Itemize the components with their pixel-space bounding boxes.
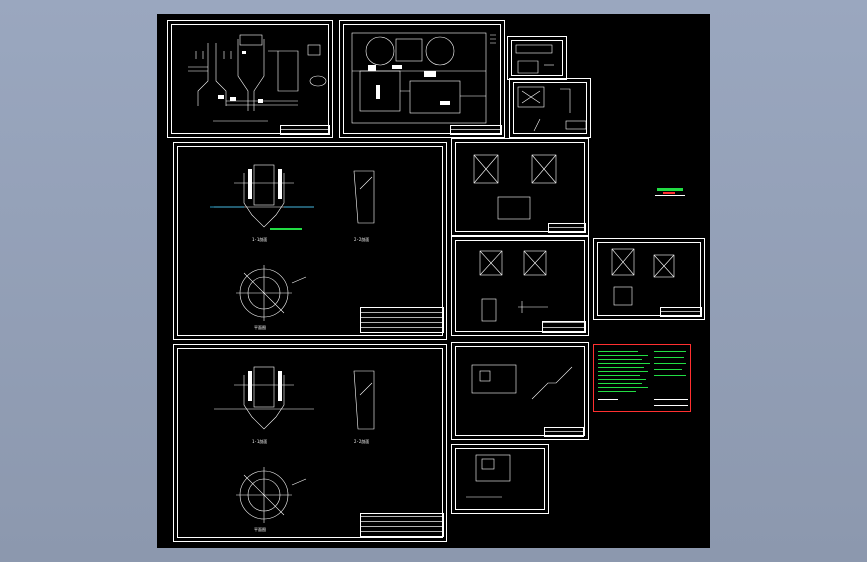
detail-a-drawing xyxy=(515,44,554,74)
sheet-pipe-details[interactable] xyxy=(451,342,589,440)
sheet-border xyxy=(597,242,701,316)
sheet-chamber-details-3[interactable] xyxy=(593,238,705,320)
sheet-border xyxy=(455,142,585,232)
chamber-details-3-drawing xyxy=(611,248,675,306)
section-label: 1-1剖面 xyxy=(252,236,267,242)
title-block xyxy=(360,513,444,537)
section-label: 1-1剖面 xyxy=(252,438,267,444)
title-block xyxy=(544,427,584,437)
sheet-border xyxy=(455,346,585,436)
sheet-small-detail-b[interactable] xyxy=(509,78,591,138)
sheet-well-detail[interactable] xyxy=(451,444,549,514)
sheet-chamber-details-2[interactable] xyxy=(451,236,589,336)
title-block xyxy=(360,307,444,333)
sheet-plant-plan[interactable] xyxy=(339,20,505,138)
sheet-process-elevation[interactable] xyxy=(167,20,333,138)
plan-label: 平面图 xyxy=(254,526,266,532)
plant-plan-drawing xyxy=(351,32,496,124)
sheet-border xyxy=(455,448,545,510)
title-block xyxy=(542,321,586,333)
title-block xyxy=(280,125,330,135)
sheet-border xyxy=(455,240,585,332)
sheet-border xyxy=(177,146,443,336)
drawing-canvas[interactable]: 1-1剖面 2-2剖面 平面图 1-1剖面 xyxy=(157,14,710,548)
sheet-border xyxy=(343,24,501,134)
tank-section-1-drawing: 1-1剖面 2-2剖面 平面图 xyxy=(210,164,375,330)
sheet-border xyxy=(511,40,563,76)
sheet-tank-section-1[interactable]: 1-1剖面 2-2剖面 平面图 xyxy=(173,142,447,340)
sheet-chamber-details-1[interactable] xyxy=(451,138,589,236)
title-block xyxy=(548,223,586,233)
sheet-small-detail-a[interactable] xyxy=(507,36,567,80)
process-elevation-drawing xyxy=(188,34,327,122)
pipe-details-drawing xyxy=(471,364,573,400)
detail-b-drawing xyxy=(517,86,587,132)
sheet-tank-section-2[interactable]: 1-1剖面 2-2剖面 平面图 xyxy=(173,344,447,542)
well-detail-drawing xyxy=(466,454,511,498)
sheet-border xyxy=(513,82,587,134)
sheet-border xyxy=(177,348,443,538)
plan-label: 平面图 xyxy=(254,324,266,330)
layer-swatch xyxy=(655,186,685,198)
tank-section-2-drawing: 1-1剖面 2-2剖面 平面图 xyxy=(214,366,375,532)
title-block xyxy=(660,307,702,317)
sheet-border xyxy=(171,24,329,134)
chamber-details-1-drawing xyxy=(473,154,557,220)
chamber-details-2-drawing xyxy=(479,250,548,322)
title-block xyxy=(450,125,502,135)
section-label: 2-2剖面 xyxy=(354,438,369,444)
section-label: 2-2剖面 xyxy=(354,236,369,242)
sheet-material-legend[interactable] xyxy=(593,344,691,412)
